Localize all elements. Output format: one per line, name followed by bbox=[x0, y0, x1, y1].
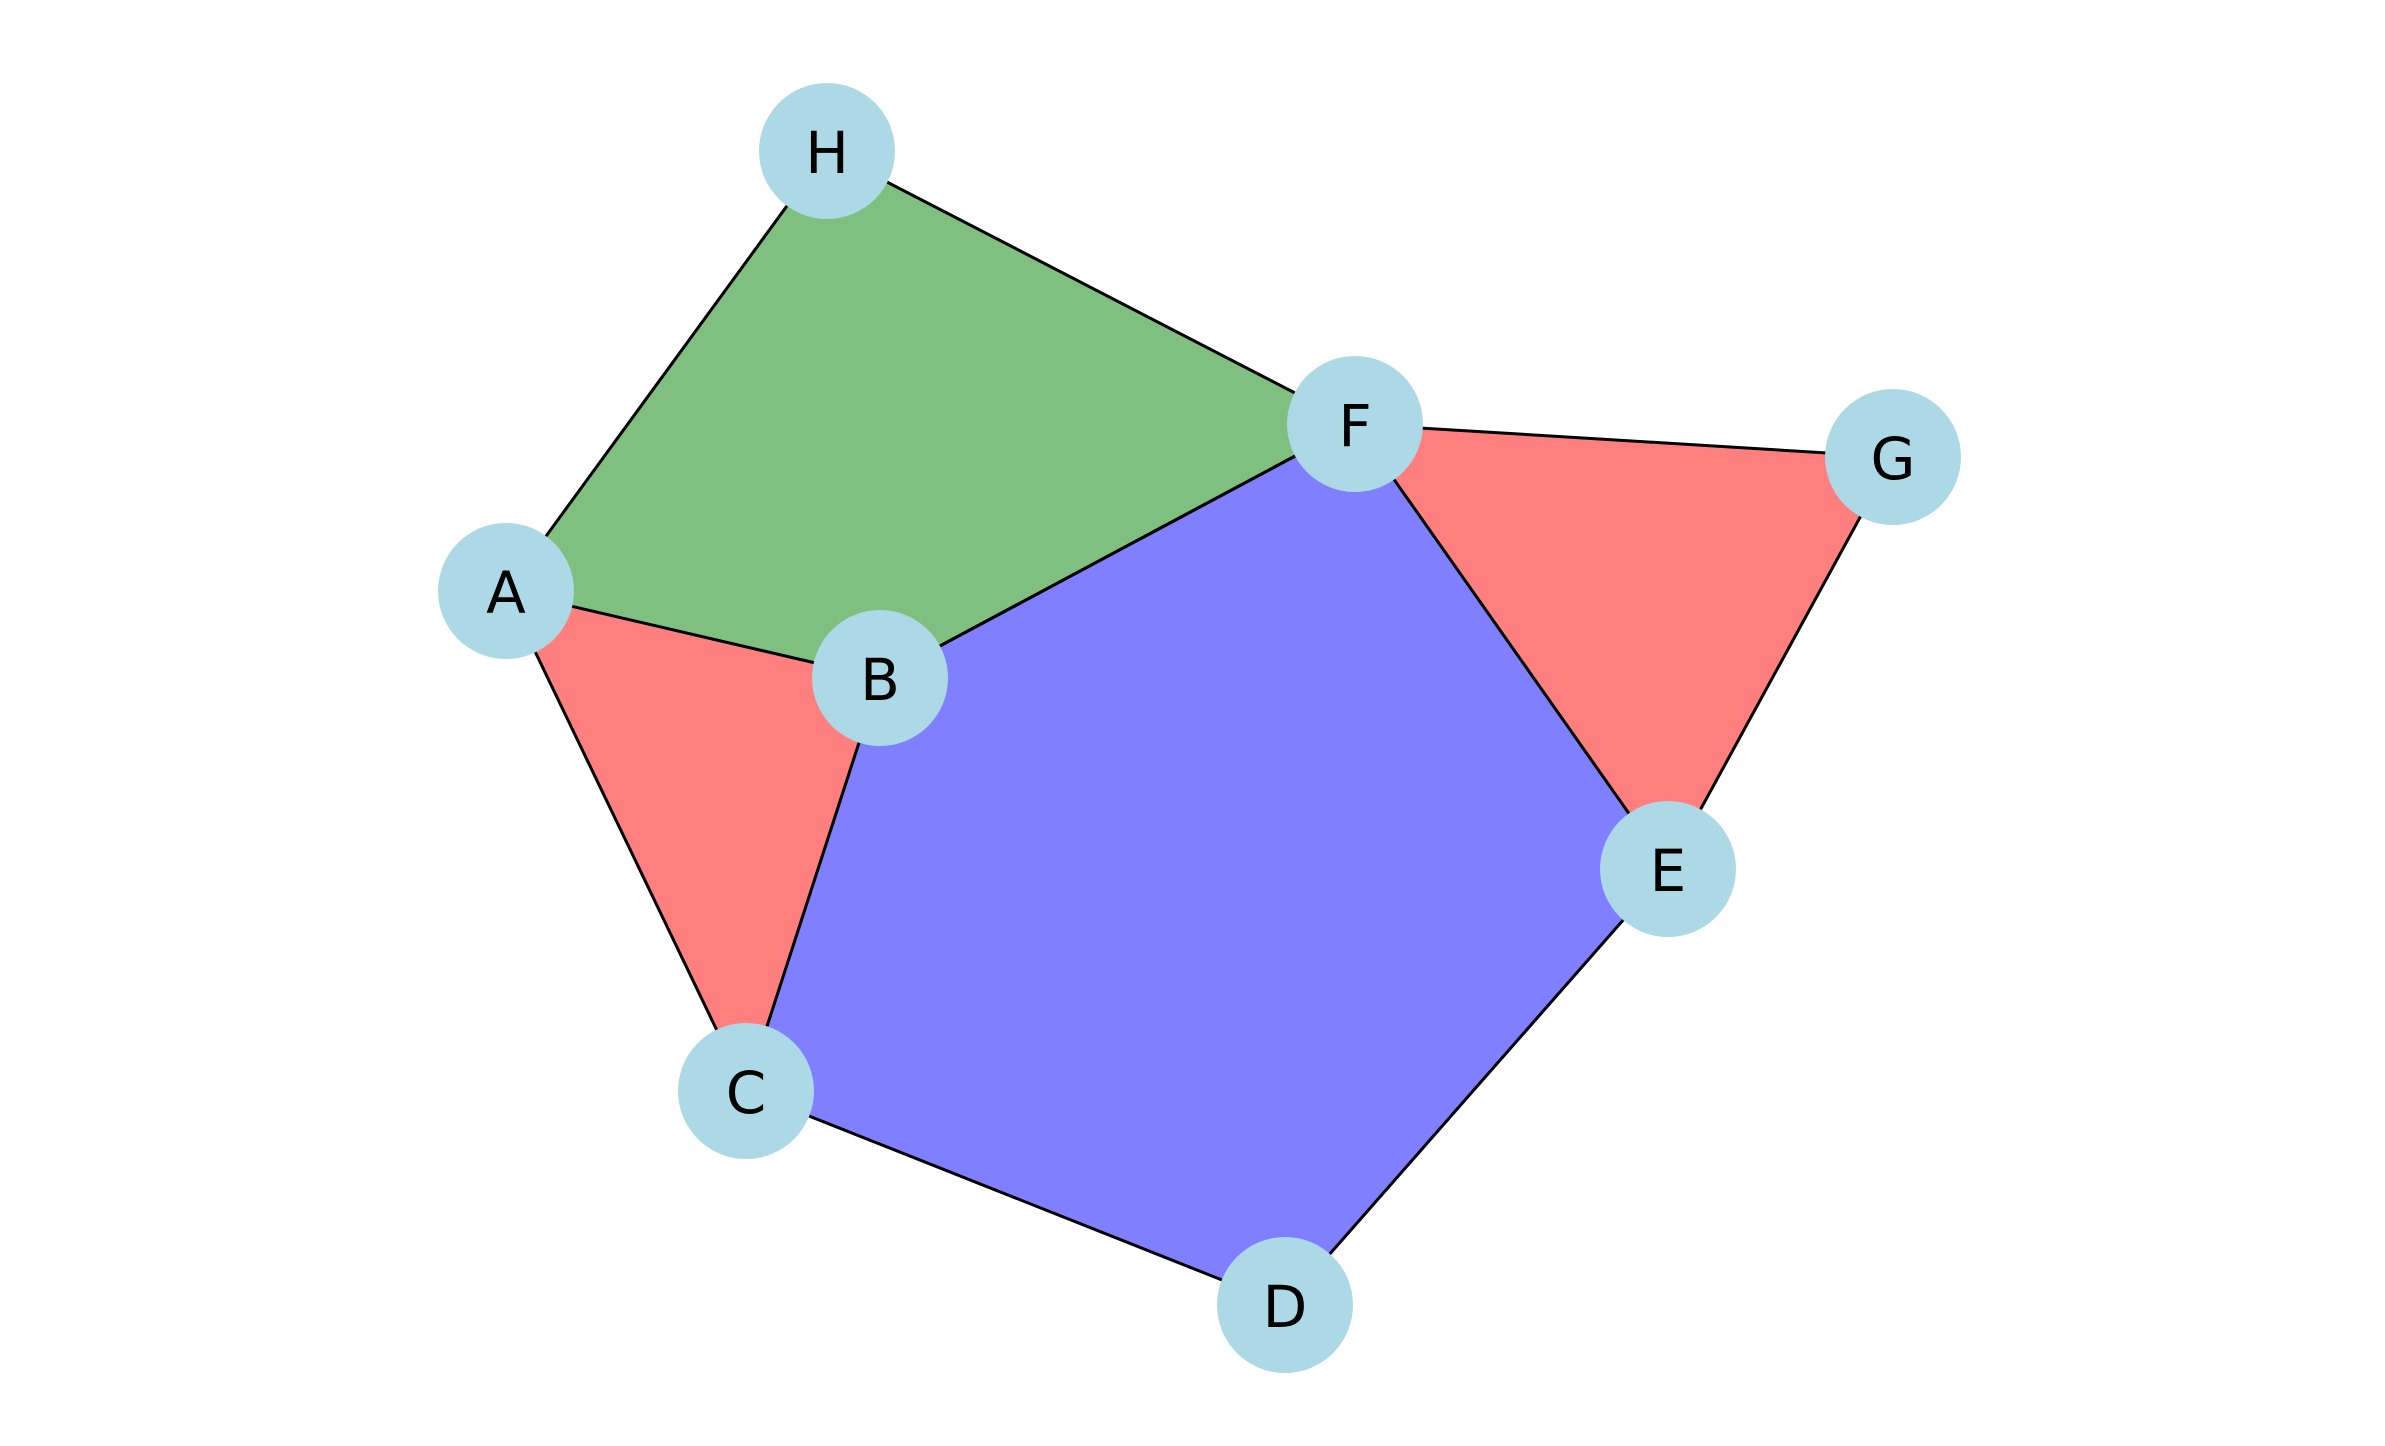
edge-c-b bbox=[744, 677, 882, 1092]
edge-e-f bbox=[1353, 423, 1670, 870]
node-c-label: C bbox=[726, 1059, 767, 1127]
edge-a-h bbox=[504, 150, 829, 592]
node-a-label: A bbox=[486, 559, 526, 627]
blue-face bbox=[746, 424, 1668, 1305]
green-face bbox=[506, 151, 1355, 678]
edges-layer bbox=[504, 149, 1895, 1307]
node-d: D bbox=[1217, 1237, 1353, 1373]
nodes-layer: A B C D E F G H bbox=[438, 83, 1961, 1373]
node-g: G bbox=[1825, 389, 1961, 525]
node-b: B bbox=[812, 610, 948, 746]
node-h-label: H bbox=[805, 119, 849, 187]
node-f: F bbox=[1287, 356, 1423, 492]
edge-h-f bbox=[826, 149, 1356, 426]
edge-g-e bbox=[1666, 456, 1895, 870]
faces-layer bbox=[506, 151, 1893, 1305]
red-face-right bbox=[1355, 424, 1893, 869]
node-b-label: B bbox=[860, 646, 900, 714]
node-g-label: G bbox=[1871, 425, 1916, 493]
node-a: A bbox=[438, 523, 574, 659]
node-e: E bbox=[1600, 801, 1736, 937]
node-c: C bbox=[678, 1023, 814, 1159]
node-d-label: D bbox=[1263, 1273, 1308, 1341]
node-e-label: E bbox=[1650, 837, 1687, 905]
edge-c-d bbox=[745, 1089, 1286, 1307]
edge-b-f bbox=[879, 422, 1356, 680]
node-f-label: F bbox=[1338, 392, 1371, 460]
edge-f-g bbox=[1354, 422, 1894, 459]
node-h: H bbox=[759, 83, 895, 219]
edge-d-e bbox=[1283, 868, 1670, 1306]
edge-a-c bbox=[504, 590, 748, 1092]
